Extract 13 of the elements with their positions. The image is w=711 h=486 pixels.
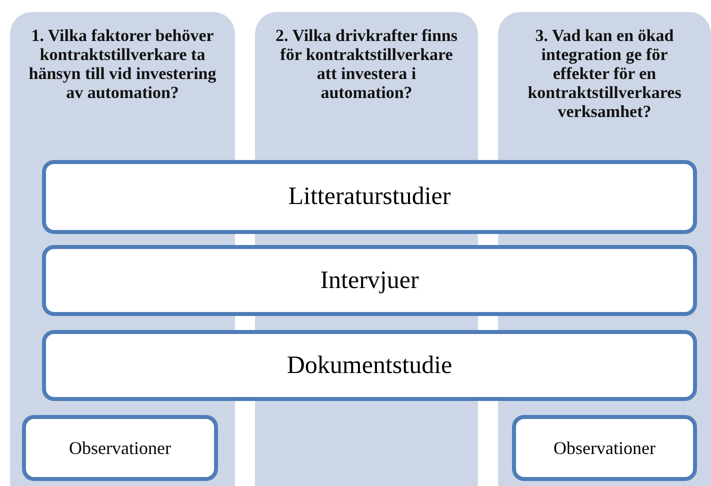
method-box (42, 330, 697, 401)
method-label: Litteraturstudier (288, 183, 451, 211)
method-label: Observationer (554, 438, 656, 458)
method-label: Dokumentstudie (286, 352, 452, 380)
question-heading: 1. Vilka faktorer behöver kontraktstillverkare ta hänsyn till vid investering av automation? (28, 26, 217, 102)
method-box (42, 245, 697, 316)
question-heading: 3. Vad kan en ökad integration ge för effekter för en kontraktstillverkares verksamhet? (526, 26, 682, 121)
method-label: Intervjuer (320, 266, 419, 294)
method-box (42, 160, 697, 234)
method-label: Observationer (69, 438, 171, 458)
method-box (512, 415, 697, 481)
method-box (22, 415, 218, 481)
question-heading: 2. Vilka drivkrafter finns för kontraktstillverkare att investera i automation? (274, 26, 458, 102)
